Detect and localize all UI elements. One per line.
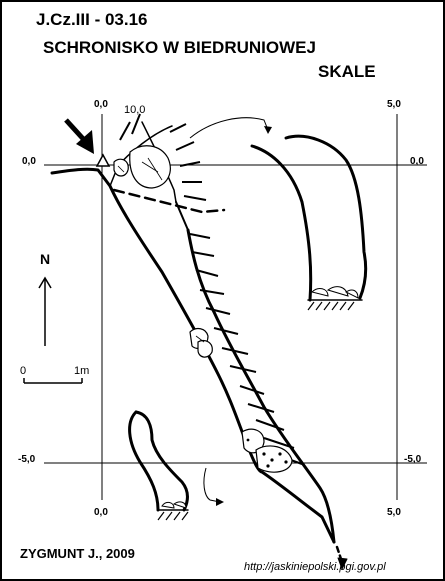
author-credit: ZYGMUNT J., 2009 <box>20 546 135 561</box>
elevation-label: 10,0 <box>124 104 146 116</box>
grid-label-top-x0: 0,0 <box>94 99 108 110</box>
section-arrow-head-bottom <box>216 498 224 506</box>
grid-label-right-y-5: -5,0 <box>404 454 422 465</box>
north-label: N <box>40 251 51 267</box>
pebbles <box>246 438 288 468</box>
grid-label-right-y0: 0,0 <box>410 156 424 167</box>
scale-start-label: 0 <box>20 365 27 377</box>
section-arrows <box>189 117 269 503</box>
cave-name-line1: SCHRONISKO W BIEDRUNIOWEJ <box>43 38 316 57</box>
grid-label-bottom-x5: 5,0 <box>387 507 401 518</box>
cave-code: J.Cz.III - 03.16 <box>36 10 148 29</box>
scale-bar <box>23 378 83 384</box>
cross-section-2-hatch <box>157 511 189 521</box>
scale-end-label: 1m <box>74 365 90 377</box>
cross-section-1-rubble <box>311 286 359 299</box>
grid-label-bottom-x0: 0,0 <box>94 507 108 518</box>
cave-name-line2: SKALE <box>318 62 376 81</box>
grid-label-top-x5: 5,0 <box>387 99 401 110</box>
cross-section-2-rubble <box>161 501 187 509</box>
boulder-marks <box>117 157 205 343</box>
north-arrow-icon <box>38 276 52 346</box>
cross-section-1 <box>250 134 368 302</box>
source-link[interactable]: http://jaskiniepolski.pgi.gov.pl <box>244 561 386 573</box>
step-hachures <box>189 233 303 465</box>
entrance-hachures <box>119 113 207 201</box>
grid-label-left-y0: 0,0 <box>22 156 36 167</box>
entrance-arrow-icon <box>64 118 94 154</box>
survey-point-icon <box>95 153 111 167</box>
cross-section-2 <box>128 410 189 512</box>
grid-label-left-y-5: -5,0 <box>18 454 36 465</box>
grid-lines <box>44 114 427 500</box>
cross-section-1-hatch <box>307 301 355 311</box>
section-arrow-head-top <box>264 126 272 134</box>
